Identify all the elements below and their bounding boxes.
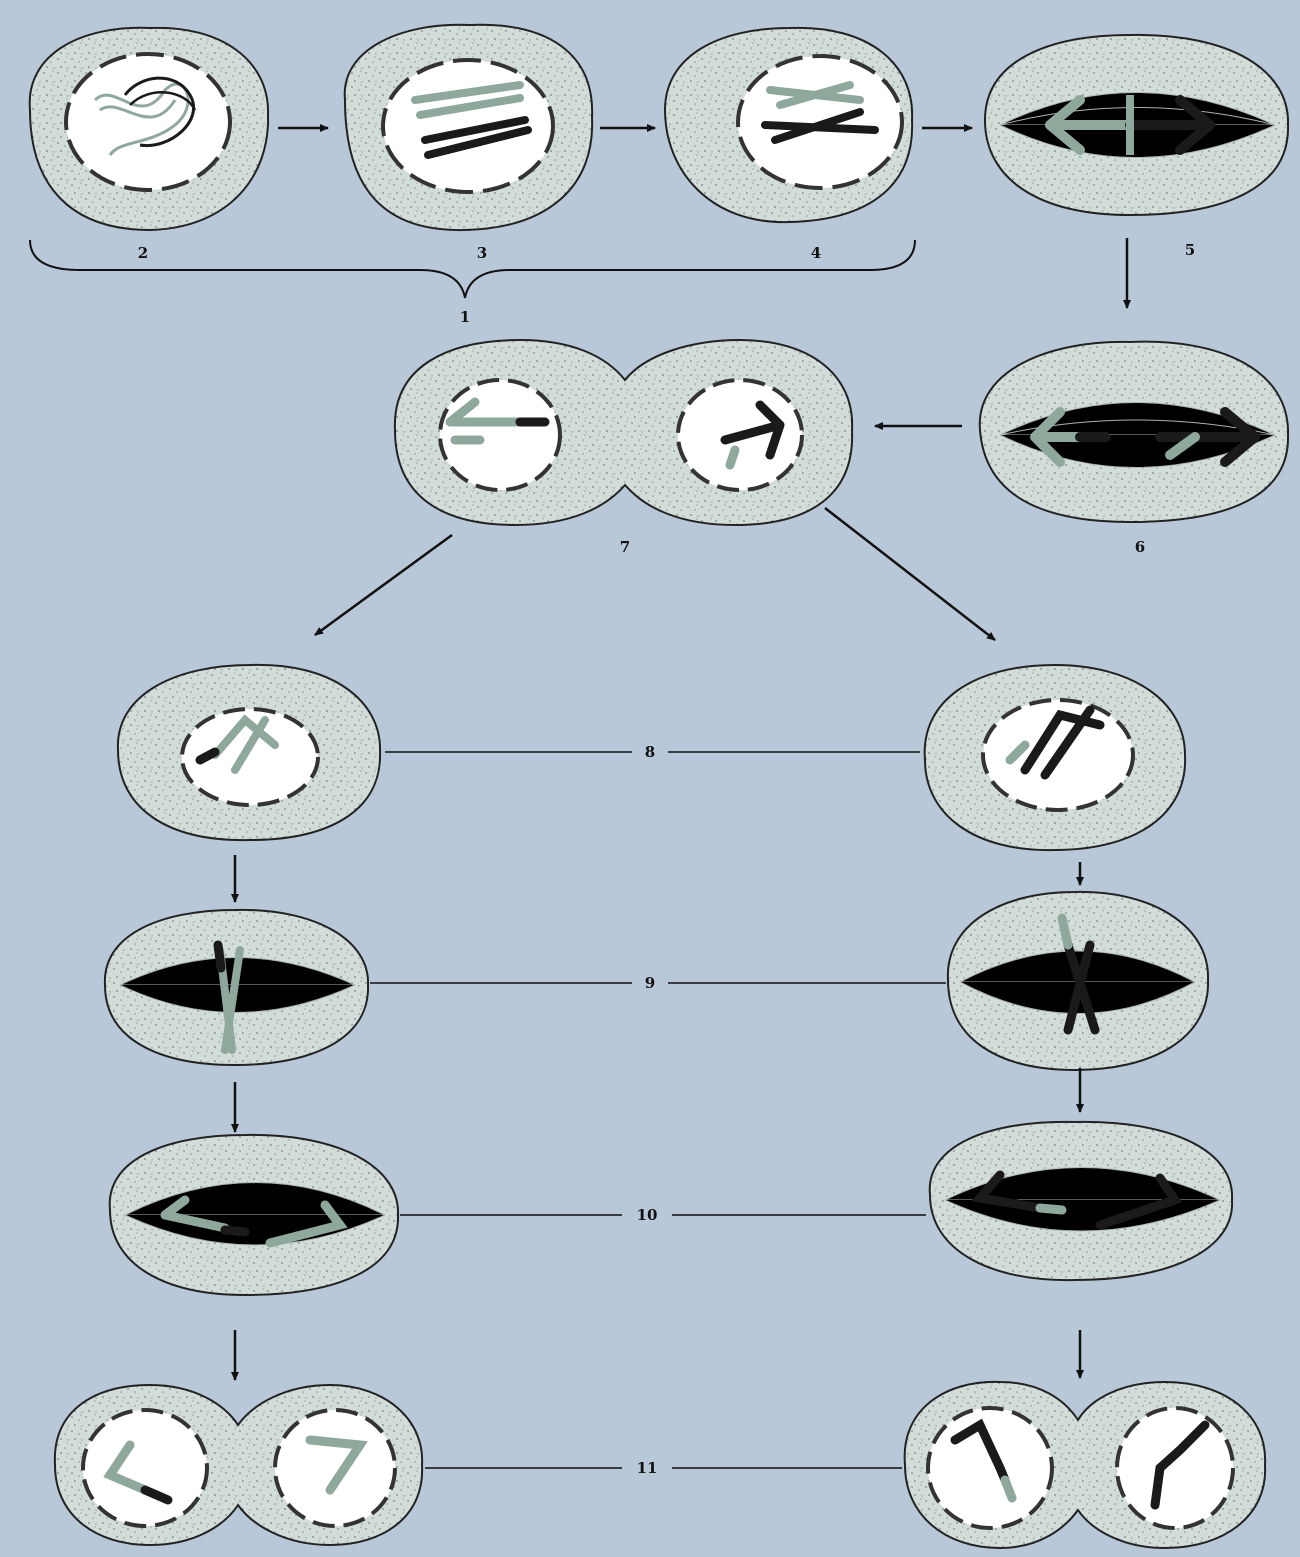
cell-stage-11-left	[55, 1385, 422, 1545]
label-stage-5: 5	[1185, 241, 1195, 259]
cell-stage-10-left	[110, 1135, 398, 1295]
label-stage-6: 6	[1135, 538, 1145, 556]
label-stage-8: 8	[645, 743, 655, 761]
cell-stage-5	[985, 35, 1288, 215]
label-stage-10: 10	[637, 1206, 658, 1224]
cell-stage-4	[665, 28, 912, 222]
label-stage-4: 4	[811, 244, 821, 262]
cell-stage-8-right	[925, 665, 1185, 850]
cell-stage-6	[980, 342, 1288, 522]
label-stage-1: 1	[460, 308, 470, 326]
arrow-7-to-right	[825, 508, 995, 640]
label-stage-7: 7	[620, 538, 630, 556]
arrow-7-to-left	[315, 535, 452, 635]
cell-stage-9-right	[948, 892, 1208, 1070]
cell-stage-7	[395, 340, 852, 525]
cell-stage-8-left	[118, 665, 380, 840]
cell-stage-2	[30, 28, 268, 230]
label-stage-3: 3	[477, 244, 487, 262]
cell-stage-9-left	[105, 910, 368, 1065]
label-stage-11: 11	[637, 1459, 658, 1477]
label-stage-9: 9	[645, 974, 655, 992]
cell-stage-10-right	[930, 1122, 1232, 1280]
cell-stage-3	[345, 25, 592, 230]
prophase-brace	[30, 240, 915, 298]
cell-stage-11-right	[905, 1382, 1266, 1548]
label-stage-2: 2	[138, 244, 148, 262]
